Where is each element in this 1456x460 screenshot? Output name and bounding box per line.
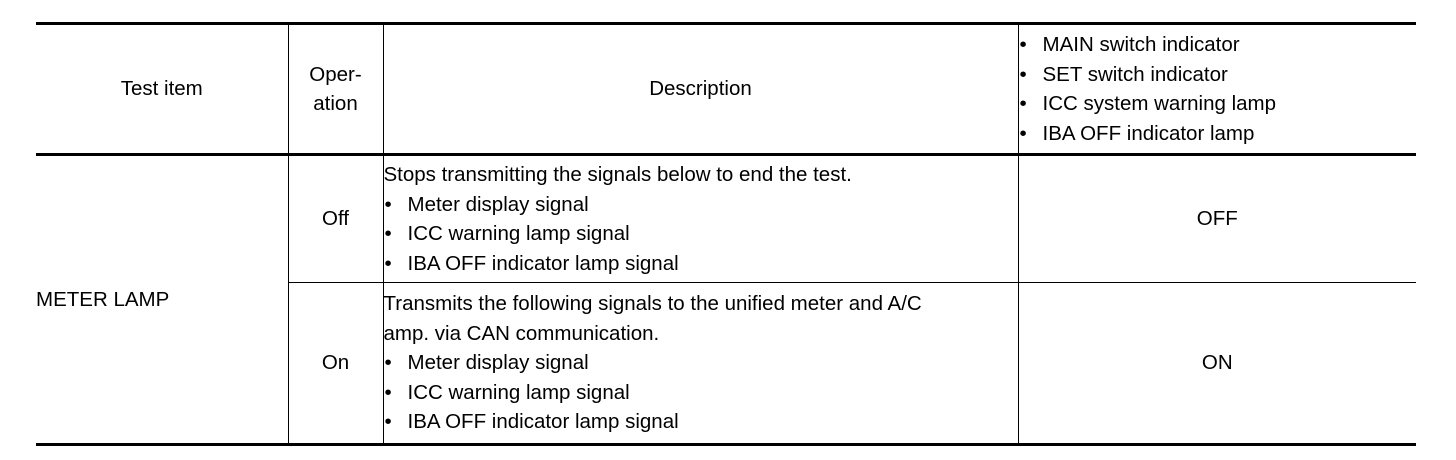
list-item: • SET switch indicator — [1019, 60, 1417, 90]
signal-list: • Meter display signal • ICC warning lamp … — [384, 190, 1018, 279]
bullet-icon: • — [384, 380, 392, 404]
indicator-list: • MAIN switch indicator • SET switch indic… — [1019, 30, 1417, 148]
header-test-item: Test item — [36, 22, 289, 156]
bullet-icon: • — [384, 410, 392, 434]
bullet-icon: • — [384, 192, 392, 216]
signal-list: • Meter display signal • ICC warning lamp … — [384, 348, 1018, 437]
bullet-icon: • — [1019, 62, 1027, 86]
signal-label: Meter display signal — [407, 351, 589, 375]
description-intro: Stops transmitting the signals below to … — [383, 163, 852, 186]
list-item: • ICC system warning lamp — [1019, 89, 1417, 119]
description-intro-line1: Transmits the following signals to the u… — [383, 292, 922, 316]
header-indicators: • MAIN switch indicator • SET switch indic… — [1018, 22, 1417, 156]
bullet-icon: • — [1019, 121, 1027, 145]
list-item: • IBA OFF indicator lamp signal — [384, 407, 1018, 437]
indicator-label: IBA OFF indicator lamp — [1042, 121, 1255, 145]
header-operation-line1: Oper- — [309, 62, 362, 86]
test-item-value: METER LAMP — [36, 154, 289, 446]
indicator-label: ICC system warning lamp — [1042, 92, 1277, 115]
list-item: • ICC warning lamp signal — [384, 219, 1018, 249]
operation-off: Off — [288, 154, 384, 283]
bullet-icon: • — [384, 351, 392, 375]
list-item: • ICC warning lamp signal — [384, 378, 1018, 408]
signal-label: ICC warning lamp signal — [407, 222, 630, 245]
list-item: • IBA OFF indicator lamp — [1019, 119, 1417, 149]
signal-label: Meter display signal — [407, 192, 589, 216]
description-off: Stops transmitting the signals below to … — [383, 154, 1019, 283]
table-header-row: Test item Oper- ation Description • MAIN … — [36, 22, 1417, 156]
list-item: • MAIN switch indicator — [1019, 30, 1417, 60]
signal-label: ICC warning lamp signal — [407, 380, 630, 404]
indicator-label: MAIN switch indicator — [1042, 33, 1240, 56]
test-item-table: Test item Oper- ation Description • MAIN … — [36, 22, 1416, 446]
result-on: ON — [1018, 282, 1416, 446]
operation-on: On — [288, 282, 384, 446]
list-item: • Meter display signal — [384, 348, 1018, 378]
signal-label: IBA OFF indicator lamp signal — [407, 410, 679, 434]
description-intro-line2: amp. via CAN communication. — [383, 321, 660, 345]
bullet-icon: • — [1019, 92, 1027, 115]
indicator-label: SET switch indicator — [1042, 62, 1228, 86]
header-operation: Oper- ation — [288, 22, 384, 156]
table-row: On Transmits the following signals to th… — [36, 282, 1416, 446]
description-on: Transmits the following signals to the u… — [383, 282, 1019, 446]
list-item: • IBA OFF indicator lamp signal — [384, 249, 1018, 279]
bullet-icon: • — [1019, 33, 1027, 56]
list-item: • Meter display signal — [384, 190, 1018, 220]
bullet-icon: • — [384, 251, 392, 275]
signal-label: IBA OFF indicator lamp signal — [407, 251, 679, 275]
table-row: METER LAMP Off Stops transmitting the si… — [36, 154, 1416, 446]
bullet-icon: • — [384, 222, 392, 245]
result-off: OFF — [1018, 154, 1416, 283]
header-description: Description — [383, 22, 1019, 156]
header-operation-line2: ation — [313, 92, 358, 115]
